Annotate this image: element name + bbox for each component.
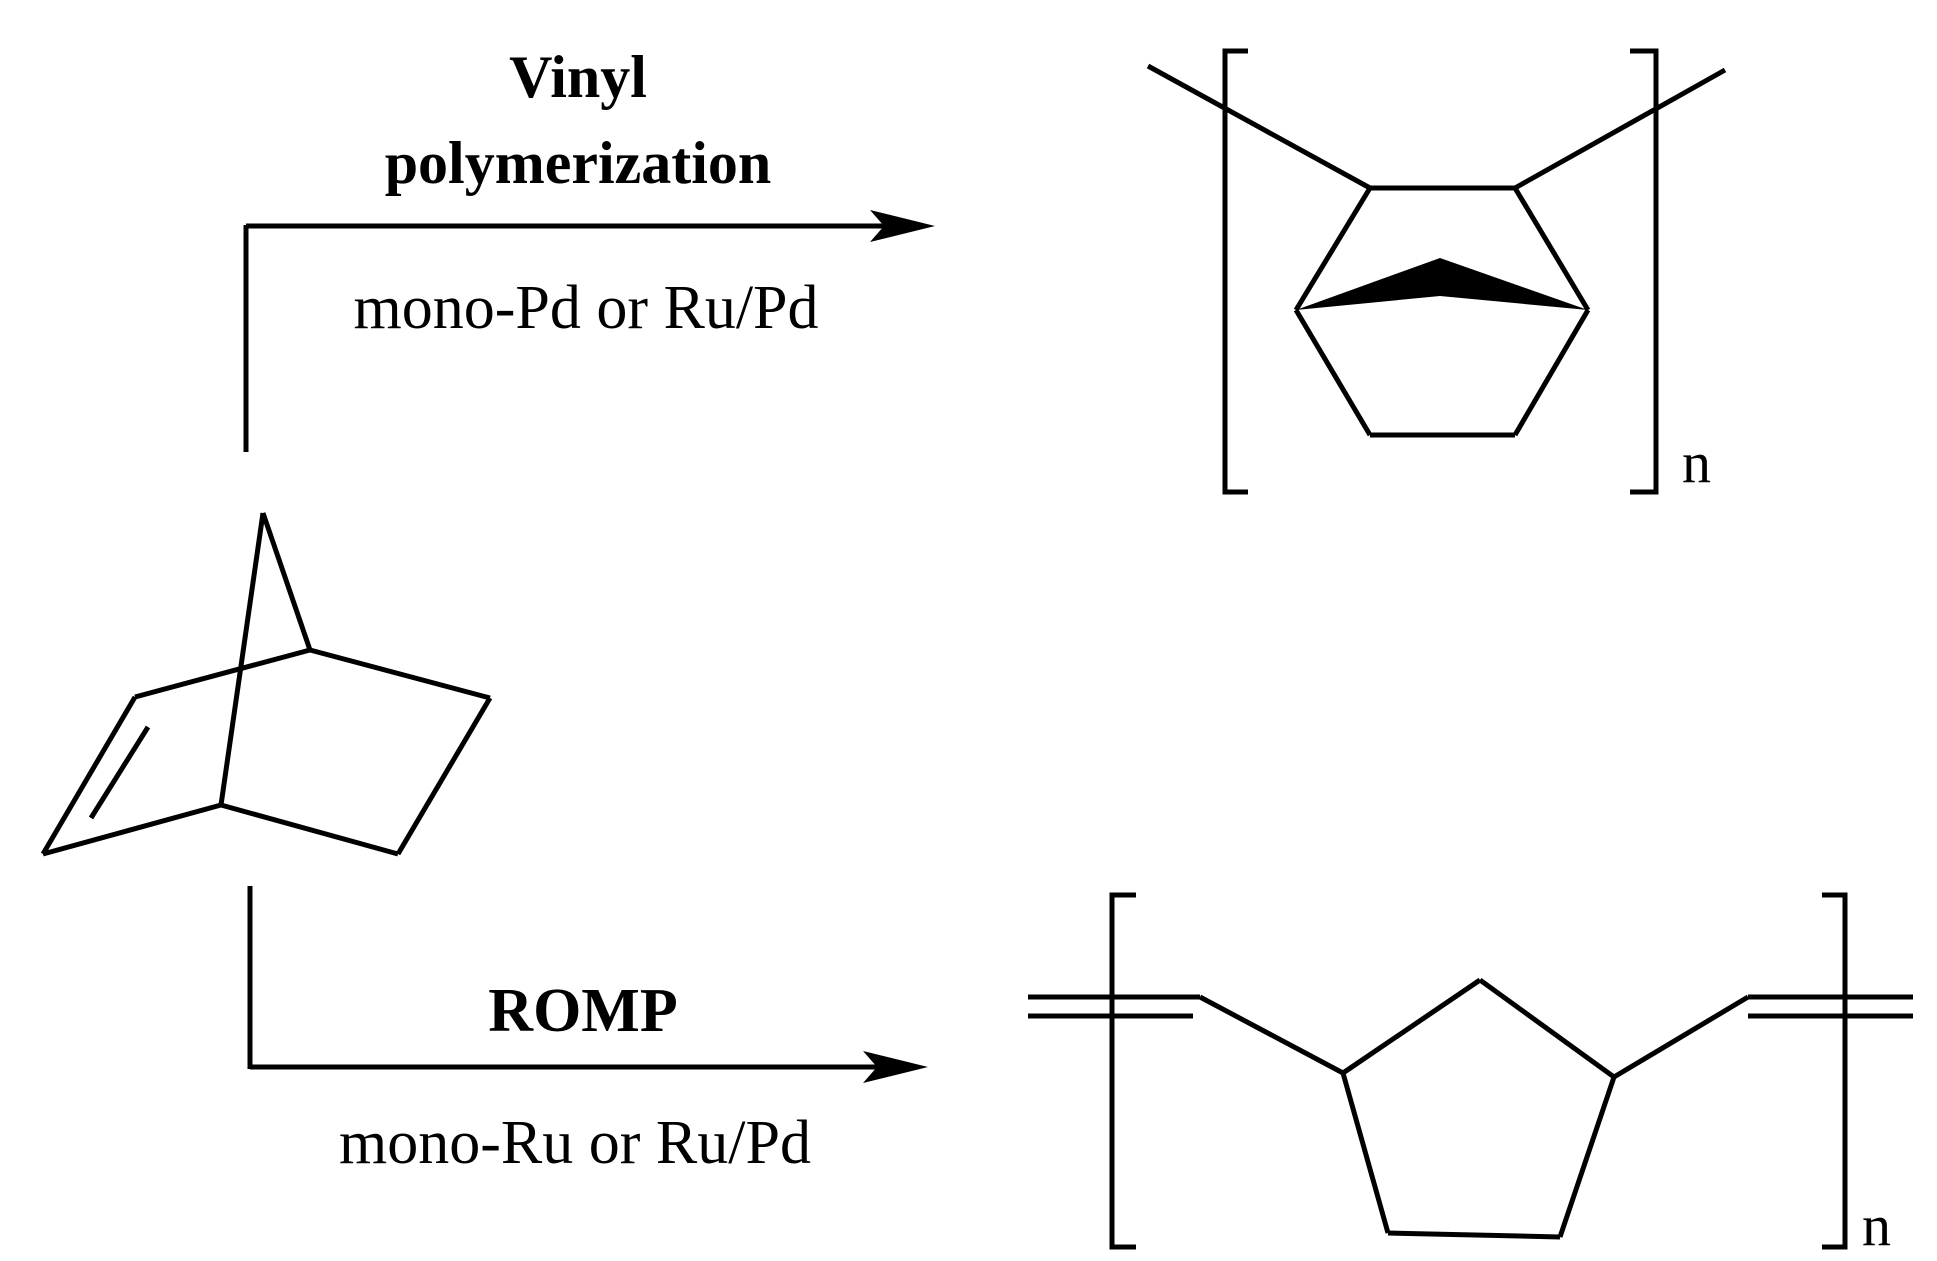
romp-right-bracket	[1822, 892, 1848, 1250]
vinyl-route-arrow	[243, 210, 935, 452]
vinyl-repeat-subscript: n	[1682, 430, 1711, 495]
vinyl-polymer-repeat-unit	[1146, 48, 1727, 495]
romp-route-arrow	[247, 886, 928, 1083]
romp-repeat-subscript: n	[1862, 1193, 1891, 1258]
bridge-wedge	[1296, 258, 1588, 310]
romp-catalyst-label: mono-Ru or Ru/Pd	[339, 1109, 811, 1177]
norbornene-reactant	[40, 512, 493, 857]
romp-left-bracket	[1109, 892, 1136, 1250]
vinyl-method-label-line1: Vinyl	[509, 44, 647, 110]
vinyl-method-label-line2: polymerization	[385, 130, 772, 196]
vinyl-left-bracket	[1222, 48, 1248, 495]
romp-method-label: ROMP	[488, 977, 677, 1045]
vinyl-catalyst-label: mono-Pd or Ru/Pd	[353, 274, 818, 342]
romp-polymer-repeat-unit	[1028, 892, 1913, 1250]
vinyl-right-bracket	[1630, 48, 1659, 495]
double-bond-inner-line	[88, 725, 151, 820]
